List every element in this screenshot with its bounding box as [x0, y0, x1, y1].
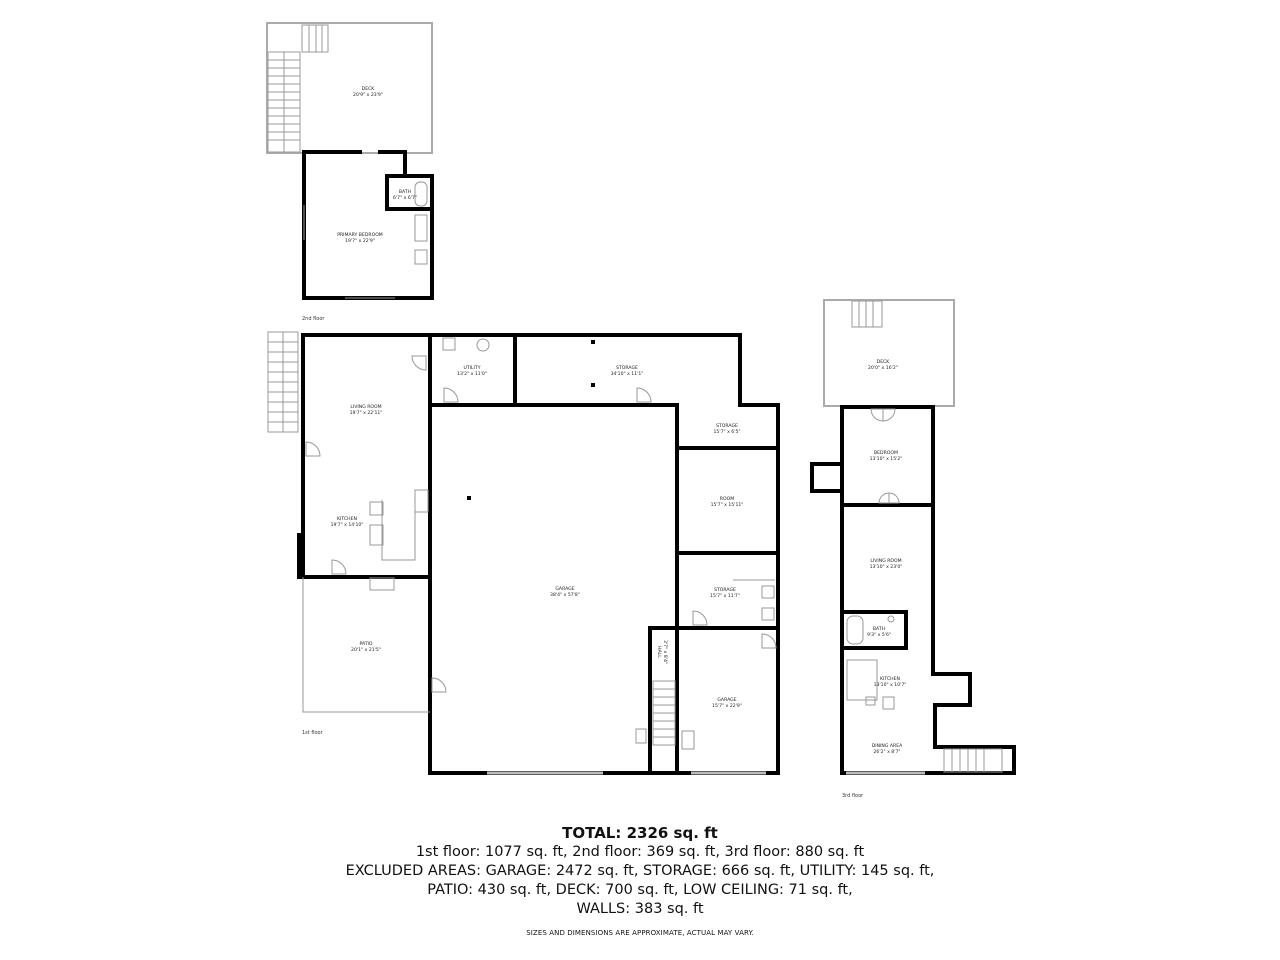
door-icon [431, 677, 447, 693]
room-dims: 13'2" x 11'0" [457, 371, 487, 377]
room-dims: 20'0" x 16'2" [868, 365, 898, 371]
floor-areas: 1st floor: 1077 sq. ft, 2nd floor: 369 s… [415, 844, 865, 860]
room-label: KITCHEN [880, 676, 900, 682]
door-icon [870, 408, 884, 422]
deck-outline [823, 299, 955, 407]
stairs-icon [652, 680, 676, 746]
room-dims: 26'2" x 8'7" [873, 749, 900, 755]
excluded-areas-line-3: WALLS: 383 sq. ft [576, 901, 704, 917]
room-dims: 19'7" x 14'10" [331, 522, 364, 528]
room-dims: 15'7" x 6'5" [713, 429, 740, 435]
second-floor-plan: DECK 20'9" x 23'9" BATH 6'7" x 6'7" PRIM… [266, 22, 434, 322]
water-heater-icon [476, 338, 490, 352]
door-icon [882, 408, 896, 422]
room-dims: 15'7" x 11'7" [710, 593, 740, 599]
room-label: ROOM [720, 496, 734, 502]
room-dims: 38'4" x 57'8" [550, 592, 580, 598]
room-label: GARAGE [717, 697, 736, 703]
room-label: STORAGE [616, 365, 638, 371]
total-area: TOTAL: 2326 sq. ft [562, 824, 718, 842]
excluded-areas-line-1: EXCLUDED AREAS: GARAGE: 2472 sq. ft, STO… [345, 863, 935, 879]
room-label: BEDROOM [874, 450, 898, 456]
room-dims: 19'7" x 22'11" [350, 410, 383, 416]
third-floor-plan: DECK 20'0" x 16'2" BEDROOM 13'10" x 15'2… [810, 299, 1016, 799]
door-icon [305, 441, 321, 457]
room-label: PRIMARY BEDROOM [337, 232, 383, 238]
room-label: BATH [399, 189, 411, 195]
door-icon [443, 387, 459, 403]
deck-outline [266, 22, 433, 154]
room-label: HALL [656, 646, 662, 658]
floor-label: 2nd floor [302, 316, 325, 322]
room-dims: 6'7" x 6'7" [393, 195, 417, 201]
room-label: UTILITY [463, 365, 480, 371]
door-icon [878, 492, 890, 504]
floor-label: 3rd floor [842, 793, 864, 799]
room-dims: 15'7" x 15'11" [711, 502, 744, 508]
door-icon [692, 610, 708, 626]
room-dims: 3'7" x 8'4" [662, 640, 668, 664]
first-floor-plan: LIVING ROOM 19'7" x 22'11" UTILITY 13'2"… [267, 331, 780, 775]
room-dims: 20'1" x 21'5" [351, 647, 381, 653]
room-label: STORAGE [714, 587, 736, 593]
door-icon [331, 559, 347, 575]
room-label: STORAGE [716, 423, 738, 429]
stairs-icon [267, 24, 329, 153]
room-label: DECK [877, 359, 891, 365]
door-icon [411, 355, 427, 371]
room-dims: 13'10" x 15'2" [870, 456, 903, 462]
room-label: GARAGE [555, 586, 574, 592]
room-dims: 19'7" x 22'9" [345, 238, 375, 244]
room-dims: 20'9" x 23'9" [353, 92, 383, 98]
stairs-icon [267, 331, 299, 433]
room-label: LIVING ROOM [350, 404, 381, 410]
door-icon [761, 633, 777, 649]
room-label: LIVING ROOM [870, 558, 901, 564]
floor-label: 1st floor [302, 730, 324, 736]
room-label: BATH [873, 626, 885, 632]
room-dims: 13'10" x 10'7" [874, 682, 907, 688]
excluded-areas-line-2: PATIO: 430 sq. ft, DECK: 700 sq. ft, LOW… [427, 882, 853, 898]
room-label: KITCHEN [337, 516, 357, 522]
stairs-icon [943, 748, 1003, 773]
room-dims: 15'7" x 22'9" [712, 703, 742, 709]
room-dims: 13'10" x 23'0" [870, 564, 903, 570]
disclaimer: SIZES AND DIMENSIONS ARE APPROXIMATE, AC… [526, 929, 754, 937]
room-label: DINING AREA [872, 743, 903, 749]
bath-walls [385, 174, 434, 211]
door-icon [888, 492, 900, 504]
stairs-icon [851, 300, 883, 328]
door-icon [636, 387, 652, 403]
room-dims: 9'3" x 5'6" [867, 632, 891, 638]
room-dims: 34'10" x 11'1" [611, 371, 644, 377]
room-label: DECK [362, 86, 376, 92]
room-label: PATIO [359, 641, 372, 647]
